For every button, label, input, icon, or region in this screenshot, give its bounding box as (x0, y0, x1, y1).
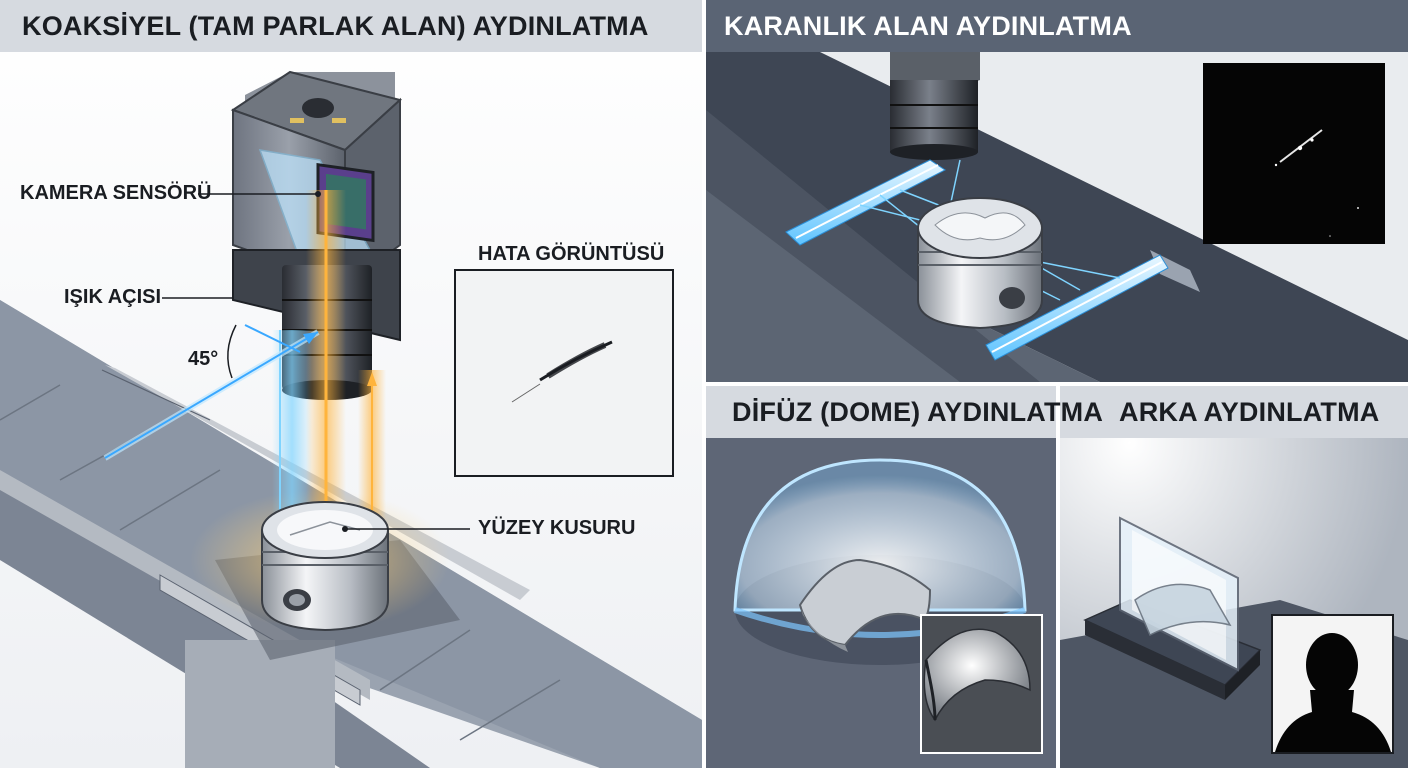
coaxial-title: KOAKSİYEL (TAM PARLAK ALAN) AYDINLATMA (22, 11, 649, 41)
angle-value-label: 45° (188, 348, 219, 370)
back-header-bg (1060, 386, 1408, 438)
defect-image (454, 269, 674, 477)
diffuse-result-image (920, 614, 1043, 754)
right-divider (706, 382, 1408, 386)
dark-field-result-image (1203, 63, 1385, 244)
dark-field-title: KARANLIK ALAN AYDINLATMA (724, 11, 1132, 41)
panel-divider (702, 0, 706, 768)
dark-field-light-bars (785, 159, 1169, 361)
back-title: ARKA AYDINLATMA (1119, 397, 1380, 427)
coaxial-piston (261, 501, 389, 632)
light-angle-label: IŞIK AÇISI (64, 286, 162, 308)
diffuse-title: DİFÜZ (DOME) AYDINLATMA (732, 397, 1104, 427)
defect-image-label: HATA GÖRÜNTÜSÜ (478, 243, 665, 265)
bottom-divider (1056, 386, 1060, 768)
surface-defect-label: YÜZEY KUSURU (478, 517, 636, 539)
dark-field-header-bg (706, 0, 1408, 52)
diffuse-header-bg (706, 386, 1056, 438)
camera-sensor-label: KAMERA SENSÖRÜ (20, 182, 212, 204)
callout-lines (162, 191, 470, 532)
dark-field-piston (917, 197, 1043, 330)
angle-arc (227, 324, 237, 379)
back-result-image (1271, 614, 1394, 754)
coaxial-header-bg (0, 0, 702, 52)
dark-field-camera (890, 52, 980, 160)
coaxial-light-rays (103, 190, 386, 530)
